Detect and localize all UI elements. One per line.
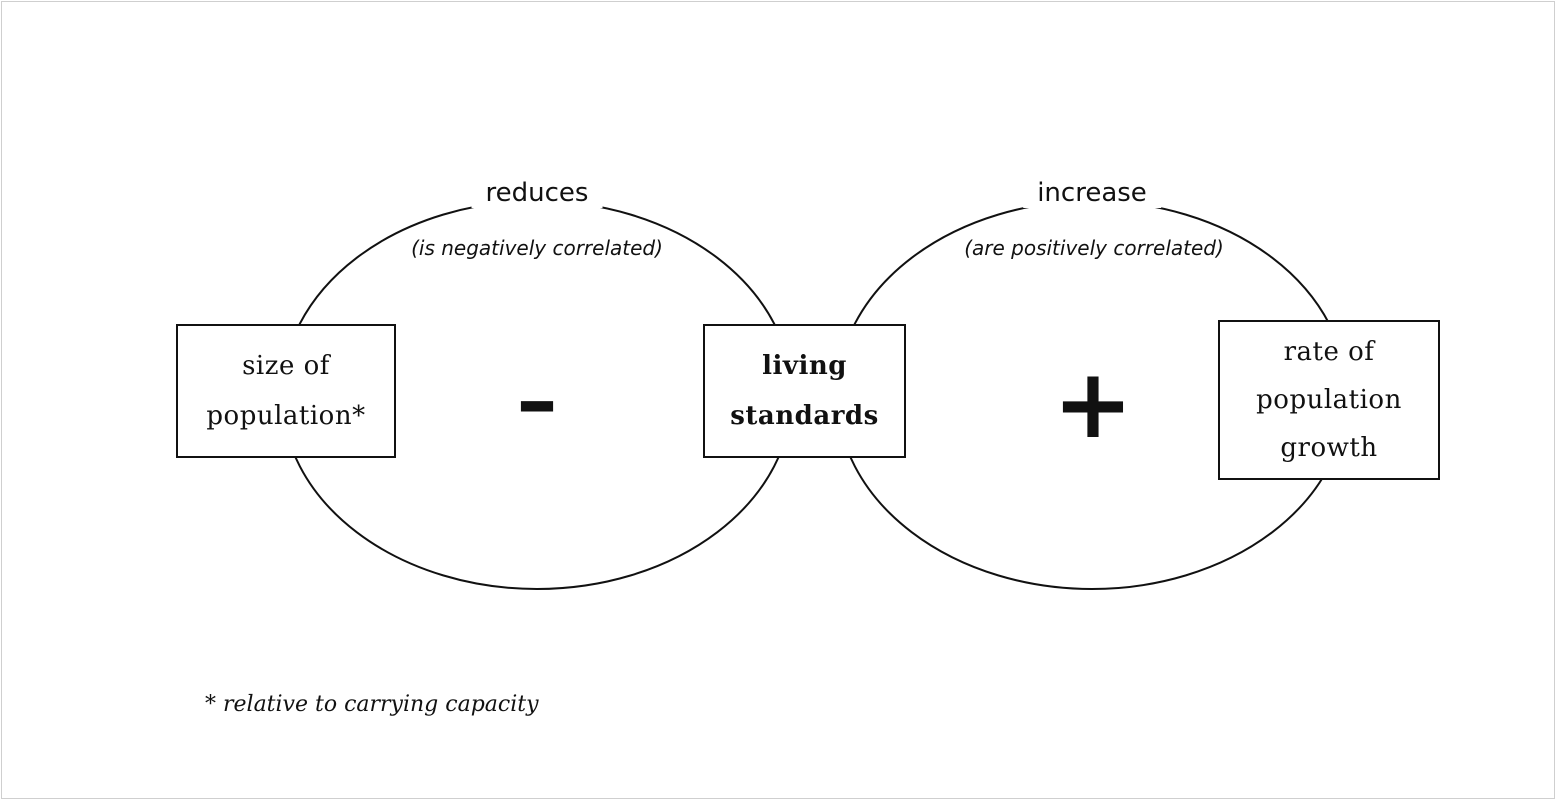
node-living-standards: living standards: [703, 324, 906, 458]
node-living-standards-line-1: living: [762, 351, 847, 381]
footnote: * relative to carrying capacity: [205, 692, 539, 717]
node-population-size: size of population*: [176, 324, 396, 458]
node-population-size-line-2: population*: [206, 401, 366, 431]
left-loop-sublabel: (is negatively correlated): [411, 236, 663, 260]
node-growth-rate-line-3: growth: [1280, 433, 1378, 463]
right-loop-sign: +: [1052, 348, 1134, 460]
node-population-size-line-1: size of: [242, 351, 330, 381]
node-living-standards-line-2: standards: [730, 401, 879, 431]
node-growth-rate: rate of population growth: [1218, 320, 1440, 480]
node-growth-rate-line-2: population: [1256, 385, 1402, 415]
right-loop-label: increase: [1023, 178, 1161, 208]
node-growth-rate-line-1: rate of: [1283, 337, 1375, 367]
right-loop-sublabel: (are positively correlated): [964, 236, 1224, 260]
left-loop-sign: –: [516, 354, 558, 449]
left-loop-label: reduces: [471, 178, 603, 208]
